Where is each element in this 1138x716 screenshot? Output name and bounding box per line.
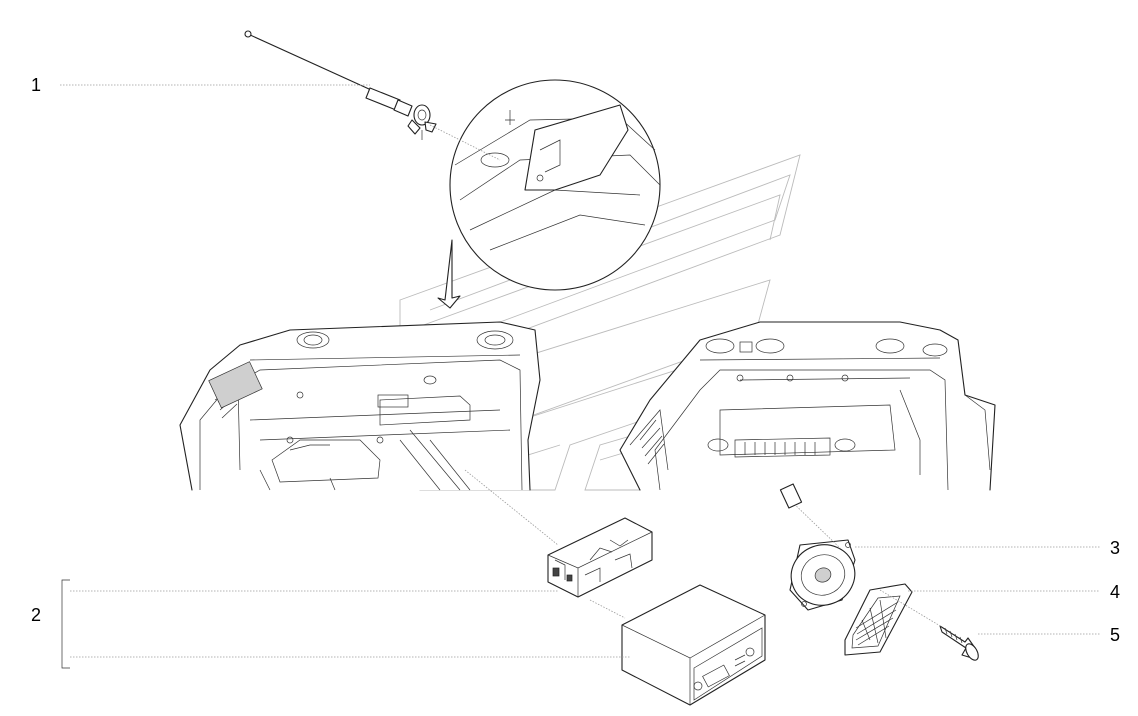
vehicle-interior-left — [179, 321, 541, 491]
callout-leaders — [60, 84, 1100, 669]
callout-1: 1 — [31, 75, 41, 95]
speaker-grille — [844, 583, 913, 656]
screw-part — [879, 589, 979, 661]
radio-unit — [589, 584, 766, 706]
antenna-part — [244, 30, 501, 161]
speaker-part — [779, 483, 856, 611]
vehicle-interior-right — [619, 321, 996, 491]
callout-2: 2 — [31, 605, 41, 625]
callout-4: 4 — [1110, 582, 1120, 602]
detail-magnifier — [437, 79, 661, 309]
radio-mounting-frame — [464, 469, 653, 598]
callout-labels: 1 2 3 4 5 — [31, 75, 1120, 645]
callout-5: 5 — [1110, 625, 1120, 645]
callout-3: 3 — [1110, 538, 1120, 558]
